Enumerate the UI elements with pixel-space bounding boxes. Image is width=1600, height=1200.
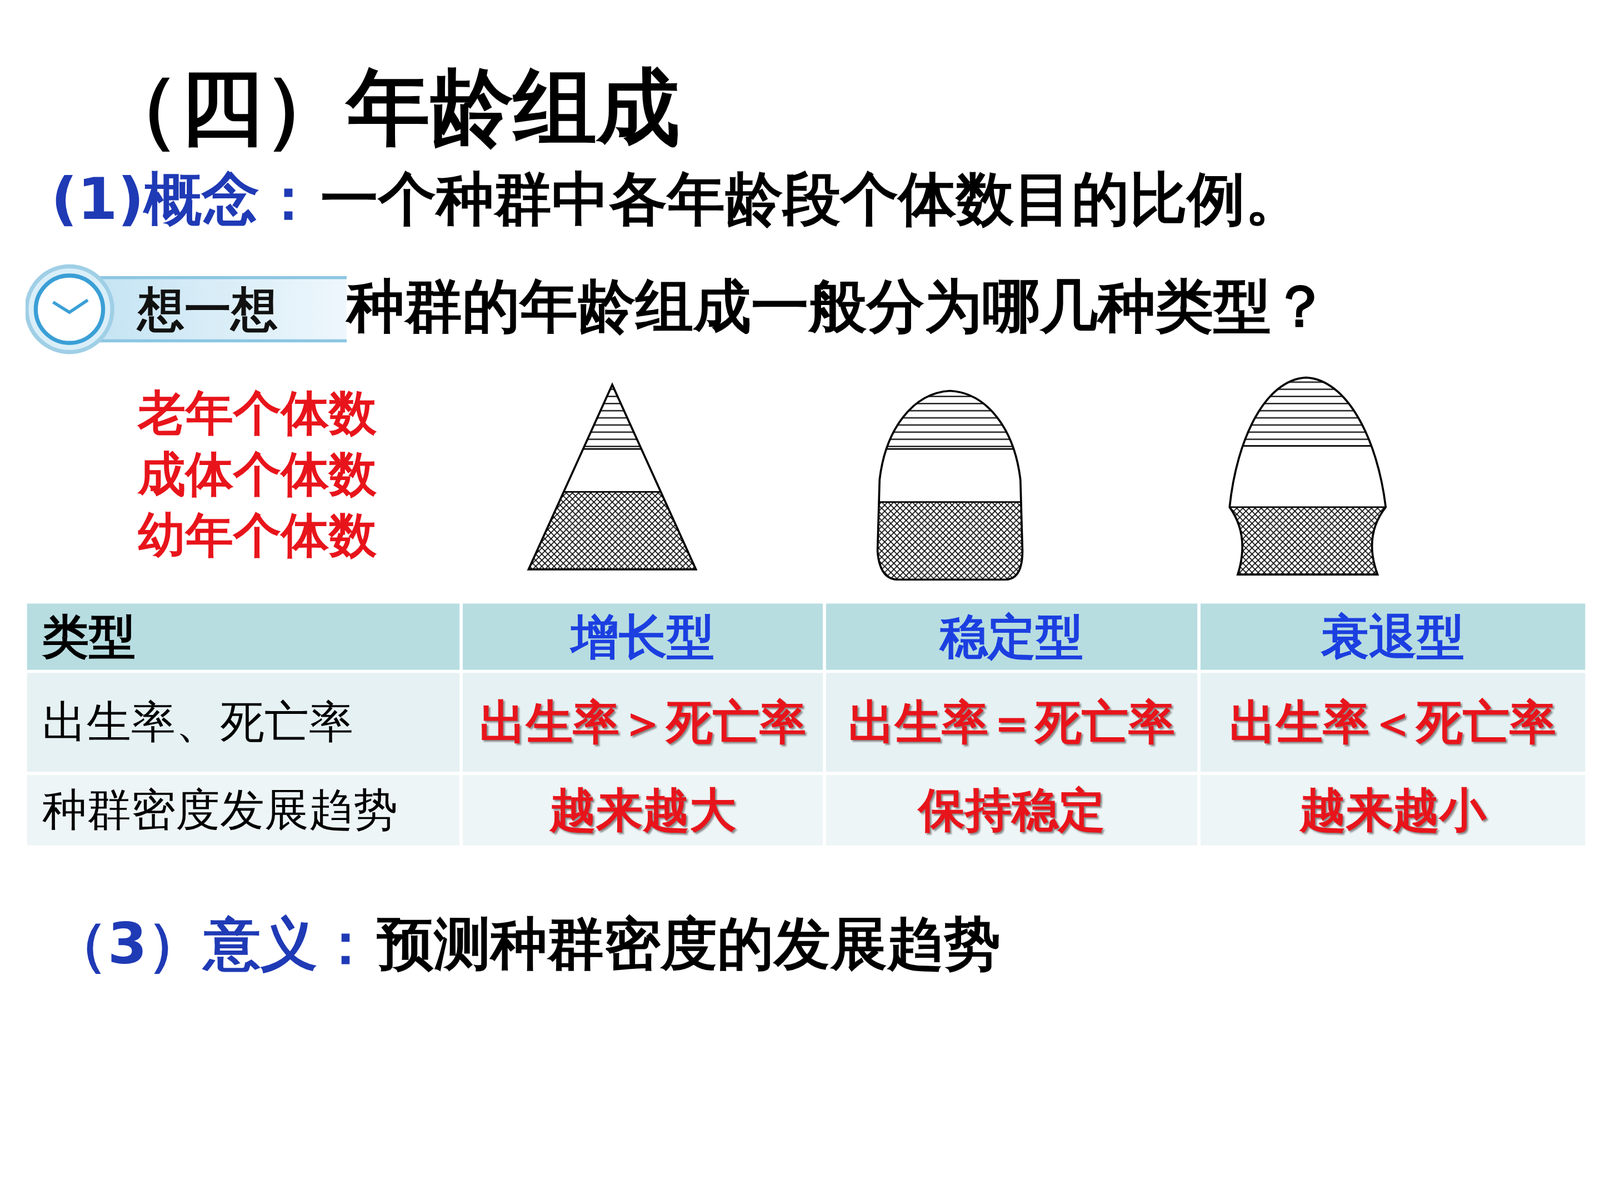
stable-bell — [867, 387, 1031, 584]
table-cell: 越来越大 — [461, 773, 825, 847]
table-cell: 出生率＜死亡率 — [1198, 671, 1587, 774]
axis-label: 幼年个体数 — [137, 507, 377, 565]
badge-label: 想一想 — [137, 281, 278, 338]
significance-text: 预测种群密度的发展趋势 — [377, 910, 1001, 978]
table-cell: 保持稳定 — [824, 773, 1199, 847]
table-cell: 出生率＝死亡率 — [824, 671, 1199, 774]
declining-urn — [1219, 373, 1393, 579]
concept-heading: (1)概念： — [51, 164, 318, 234]
table-grid — [25, 602, 1587, 848]
table-cell: 类型 — [25, 602, 462, 672]
table-cell: 越来越小 — [1198, 773, 1587, 847]
table-cell: 衰退型 — [1198, 602, 1587, 672]
axis-label: 成体个体数 — [137, 445, 377, 503]
table-cell: 增长型 — [461, 602, 825, 672]
think-badge: 想一想 — [25, 263, 348, 355]
slide-title: （四）年龄组成 — [96, 57, 680, 158]
concept-text: 一个种群中各年龄段个体数目的比例。 — [320, 164, 1303, 234]
table-cell: 出生率、死亡率 — [25, 671, 462, 774]
table-cell: 种群密度发展趋势 — [25, 773, 462, 847]
table-cell: 出生率＞死亡率 — [461, 671, 825, 774]
table-cell: 稳定型 — [824, 602, 1199, 672]
axis-label: 老年个体数 — [137, 384, 377, 442]
question-text: 种群的年龄组成一般分为哪几种类型？ — [346, 271, 1329, 342]
significance-heading: （3）意义： — [51, 910, 374, 978]
growth-pyramid — [510, 384, 714, 574]
